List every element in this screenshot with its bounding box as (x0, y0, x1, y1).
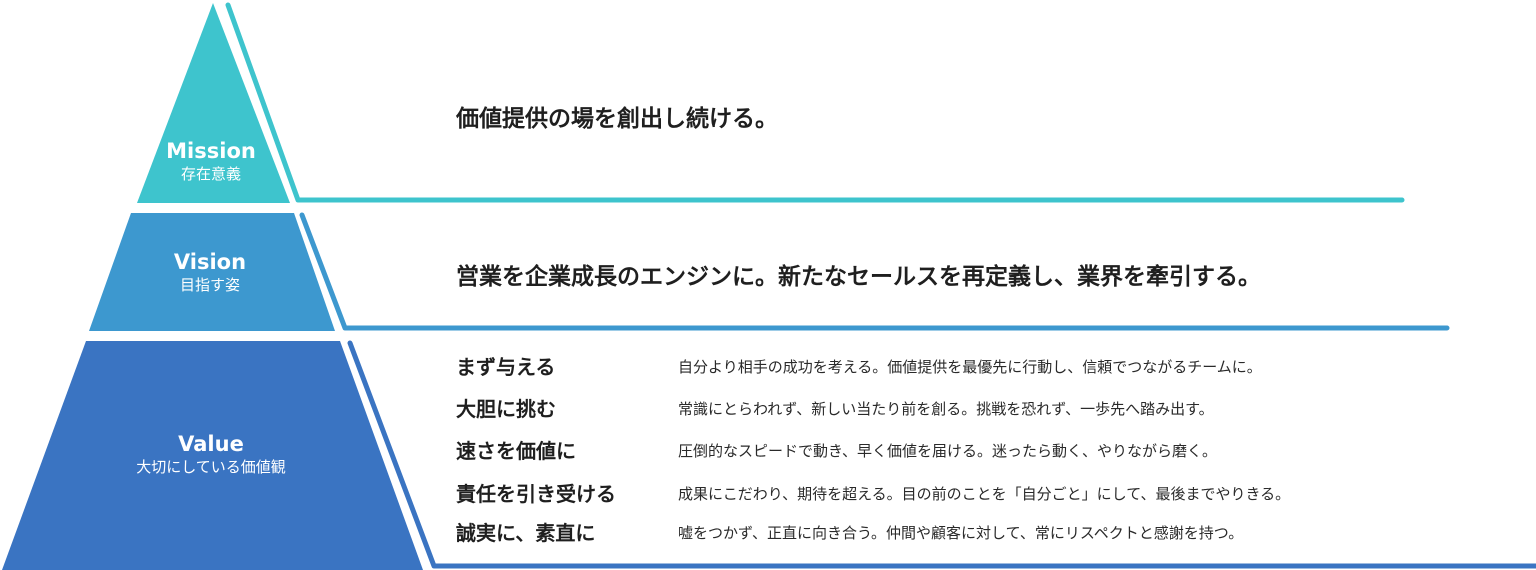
mission-subtitle: 存在意義 (180, 165, 241, 183)
vision-subtitle: 目指す姿 (179, 276, 240, 294)
value-tier-bracket (347, 340, 1536, 569)
mission-title: Mission (166, 139, 256, 163)
vision-statement: 営業を企業成長のエンジンに。新たなセールスを再定義し、業界を牽引する。 (456, 264, 1261, 290)
value-label: Value 大切にしている価値観 (101, 431, 321, 477)
value-item-name: まず与える (456, 355, 556, 379)
value-item-name: 大胆に挑む (456, 397, 556, 421)
mission-tier-bracket (225, 2, 1405, 203)
mission-tier-shape (137, 3, 290, 203)
value-item-description: 圧倒的なスピードで動き、早く価値を届ける。迷ったら動く、やりながら磨く。 (678, 442, 1217, 460)
value-tier-shape (2, 341, 423, 570)
vision-title: Vision (173, 250, 247, 274)
value-item-description: 嘘をつかず、正直に向き合う。仲間や顧客に対して、常にリスペクトと感謝を持つ。 (678, 524, 1244, 542)
value-title: Value (178, 432, 244, 456)
value-item-name: 責任を引き受ける (456, 482, 616, 506)
mission-statement: 価値提供の場を創出し続ける。 (456, 106, 778, 132)
value-item-description: 自分より相手の成功を考える。価値提供を最優先に行動し、信頼でつながるチームに。 (678, 358, 1262, 376)
value-subtitle: 大切にしている価値観 (136, 458, 286, 476)
value-item-name: 誠実に、素直に (456, 521, 596, 545)
vision-tier-bracket (299, 212, 1450, 331)
vision-label: Vision 目指す姿 (100, 249, 320, 295)
value-item-name: 速さを価値に (456, 439, 576, 463)
value-item-description: 成果にこだわり、期待を超える。目の前のことを「自分ごと」にして、最後までやりきる… (678, 485, 1291, 503)
value-item-description: 常識にとらわれず、新しい当たり前を創る。挑戦を恐れず、一歩先へ踏み出す。 (678, 400, 1214, 418)
vision-tier-shape (89, 213, 335, 331)
mission-label: Mission 存在意義 (101, 138, 321, 184)
